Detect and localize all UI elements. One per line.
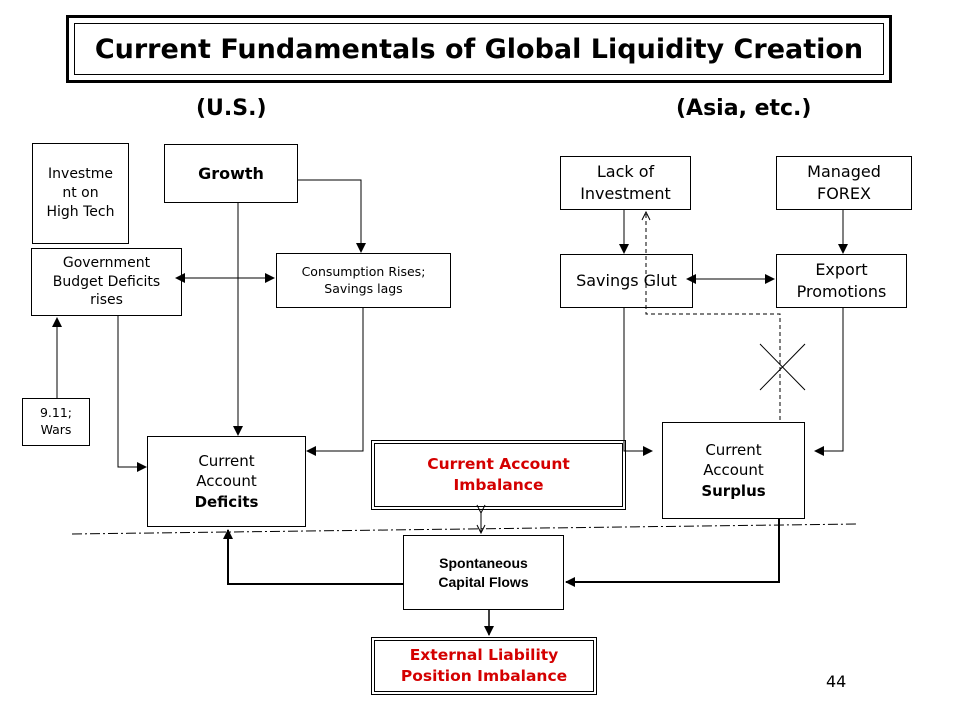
node-lack-investment: Lack of Investment: [560, 156, 691, 210]
node-us-deficits: Current Account Deficits: [147, 436, 306, 527]
node-export-promotions: Export Promotions: [776, 254, 907, 308]
node-managed-forex: Managed FOREX: [776, 156, 912, 210]
page-title: Current Fundamentals of Global Liquidity…: [74, 23, 884, 75]
separator-line: [71, 523, 859, 535]
heading-asia: (Asia, etc.): [676, 96, 812, 121]
arrow-dashed-feedback: [646, 212, 781, 420]
node-wars: 9.11; Wars: [22, 398, 90, 446]
node-asia-surplus: Current Account Surplus: [662, 422, 805, 519]
heading-us: (U.S.): [196, 96, 267, 121]
node-capital-flows: Spontaneous Capital Flows: [403, 535, 564, 610]
arrow-surplus-flows: [565, 519, 780, 587]
arrow-export-surplus: [814, 308, 844, 456]
arrow-consumption-deficits: [306, 308, 364, 456]
node-growth: Growth: [164, 144, 298, 203]
arrow-flows-deficits: [223, 529, 403, 585]
node-savings-glut: Savings Glut: [560, 254, 693, 308]
node-investment-high-tech: Investme nt on High Tech: [32, 143, 129, 244]
page-number: 44: [826, 672, 847, 691]
node-ca-imbalance: Current Account Imbalance: [371, 440, 626, 510]
arrow-gov-deficits: [117, 316, 147, 472]
node-external-liability: External Liability Position Imbalance: [371, 637, 597, 695]
arrow-savings-surplus: [623, 308, 653, 456]
arrow-growth-consumption: [298, 179, 366, 253]
cross-mark-b: [759, 343, 806, 391]
node-consumption: Consumption Rises; Savings lags: [276, 253, 451, 308]
title-frame: Current Fundamentals of Global Liquidity…: [66, 15, 892, 83]
